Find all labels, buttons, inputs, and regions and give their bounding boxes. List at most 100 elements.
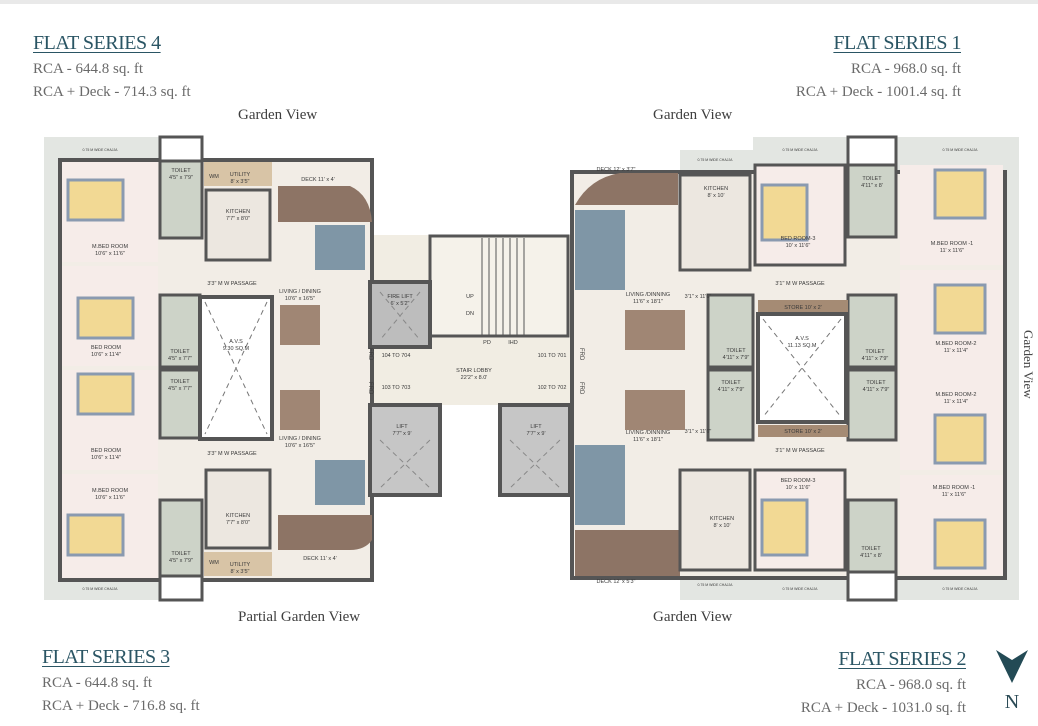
tag-deck-right-top: DECK 12' x 3'7" <box>597 167 636 173</box>
frd-label: FRD <box>367 348 373 361</box>
room-name-label: UTILITY <box>230 562 251 568</box>
view-label-bottom-right: Garden View <box>653 609 733 625</box>
dining-table <box>625 310 685 350</box>
north-label: N <box>1004 691 1020 713</box>
room-dims-label: 4'11" x 7'9" <box>862 356 889 362</box>
room-dims-label: 4'5" x 7'9" <box>169 175 193 181</box>
tag-chajja: 0.75 M WIDE CHAJJA <box>782 148 818 152</box>
room-name-label: TOILET <box>170 349 190 355</box>
room-dims-label: 11' x 11'6" <box>940 248 964 254</box>
north-arrow-icon <box>996 650 1028 683</box>
room-dims-label: 7'7" x 8'0" <box>226 520 250 526</box>
room-name-label: TOILET <box>171 551 191 557</box>
room-dims-label: 7'7" x 9' <box>392 431 411 437</box>
avs-cross <box>204 301 268 435</box>
bed <box>760 183 809 242</box>
room-name-label: TOILET <box>866 380 886 386</box>
room-name-label: LIVING / DINING <box>279 436 321 442</box>
dining-table <box>280 305 320 345</box>
duct <box>158 135 204 163</box>
room-dims-label: 11' x 11'6" <box>942 492 966 498</box>
flat-series-2-rca: RCA - 968.0 sq. ft <box>855 677 966 693</box>
dining-table <box>280 390 320 430</box>
top-bar <box>0 0 1038 4</box>
room-name-label: M.BED ROOM <box>92 244 128 250</box>
tag-niche: 3'1" x 11'6" <box>685 294 712 300</box>
room-name-label: M.BED ROOM-2 <box>936 392 977 398</box>
utility-bottom <box>204 552 272 576</box>
room-name-label: UTILITY <box>230 172 251 178</box>
room-dims-label: 10' x 11'6" <box>786 485 811 491</box>
flat-series-2-title[interactable]: FLAT SERIES 2 <box>838 648 966 670</box>
view-label-top-left: Garden View <box>238 107 318 123</box>
room-dims-label: 10'6" x 11'4" <box>91 352 121 358</box>
flat-series-3-title[interactable]: FLAT SERIES 3 <box>42 646 170 668</box>
flat-series-2-rca-deck: RCA + Deck - 1031.0 sq. ft <box>800 700 966 716</box>
bed <box>66 513 125 557</box>
flat-series-1-info: FLAT SERIES 1 RCA - 968.0 sq. ft RCA + D… <box>795 30 962 104</box>
room-dims-label: 7'7" x 8'0" <box>226 216 250 222</box>
room-name-label: LIVING /DINNING <box>626 430 670 436</box>
tag-passage-right: 3'1" M W PASSAGE <box>775 448 825 454</box>
room-dims-label: 4'11" x 7'9" <box>723 355 750 361</box>
tag-wm: WM <box>209 560 219 566</box>
room-dims-label: 8' x 10' <box>707 193 724 199</box>
room-name-label: TOILET <box>865 349 885 355</box>
flat-series-4-title[interactable]: FLAT SERIES 4 <box>33 32 161 54</box>
room-name-label: KITCHEN <box>226 209 250 215</box>
bed <box>933 518 987 570</box>
room-dims-label: 11'6" x 18'1" <box>633 437 663 443</box>
room-dims-label: 11'6" x 18'1" <box>633 299 663 305</box>
tag-flats-101: 101 TO 701 <box>538 353 567 359</box>
toilet <box>706 368 755 442</box>
bed <box>933 283 987 335</box>
bed <box>760 498 809 557</box>
room-name-label: STAIR LOBBY <box>456 368 492 374</box>
staircase <box>428 234 570 338</box>
tag-niche: 3'1" x 11'6" <box>685 429 712 435</box>
north-indicator: N <box>994 648 1030 714</box>
view-label-bottom-left: Partial Garden View <box>238 609 361 625</box>
flat-series-1-rca-deck: RCA + Deck - 1001.4 sq. ft <box>795 84 961 100</box>
tag-chajja: 0.75 M WIDE CHAJJA <box>782 587 818 591</box>
room-dims-label: 10'6" x 11'4" <box>91 455 121 461</box>
room-name-label: M.BED ROOM -1 <box>933 485 975 491</box>
room-dims-label: 4'5" x 7'7" <box>168 386 192 392</box>
utility-top <box>204 162 272 186</box>
room-name-label: BED ROOM <box>91 345 121 351</box>
flat-series-1-title[interactable]: FLAT SERIES 1 <box>833 32 961 54</box>
room-name-label: M.BED ROOM -1 <box>931 241 973 247</box>
lift-left <box>368 403 442 497</box>
flat-series-4-rca: RCA - 644.8 sq. ft <box>33 61 144 77</box>
room-dims-label: 7'7" x 9' <box>526 431 545 437</box>
store-bottom <box>758 425 848 437</box>
room-name-label: M.BED ROOM <box>92 488 128 494</box>
toilet <box>158 293 202 369</box>
room-dims-label: 9.30 SQ.M <box>223 346 250 352</box>
room-name-label: BED ROOM-3 <box>781 236 816 242</box>
room-dims-label: 10'6" x 11'6" <box>95 251 125 257</box>
room-dims-label: 11.13 SQ.M <box>788 343 817 349</box>
tag-flats-104: 104 TO 704 <box>382 353 411 359</box>
tag-chajja: 0.75 M WIDE CHAJJA <box>82 148 118 152</box>
tag-deck-left: DECK 11' x 4' <box>301 177 334 183</box>
room-dims-label: 8' x 10' <box>713 523 730 529</box>
tag-store: STORE 10' x 2' <box>784 305 821 311</box>
room-name-label: A.V.S <box>229 339 243 345</box>
room-dims-label: 4'11" x 7'9" <box>718 387 745 393</box>
room-dims-label: 10'6" x 11'6" <box>95 495 125 501</box>
room-dims-label: 4'11" x 7'9" <box>863 387 890 393</box>
bed <box>933 413 987 465</box>
tag-chajja: 0.75 M WIDE CHAJJA <box>697 158 733 162</box>
bed <box>66 178 125 222</box>
room-name-label: BED ROOM-3 <box>781 478 816 484</box>
tag-chajja: 0.75 M WIDE CHAJJA <box>942 148 978 152</box>
frd-label: FRD <box>578 382 584 395</box>
bed <box>933 168 987 220</box>
core <box>368 234 574 497</box>
frd-label: FRD <box>578 348 584 361</box>
tag-chajja: 0.75 M WIDE CHAJJA <box>697 583 733 587</box>
room-name-label: LIFT <box>530 424 542 430</box>
tag-pd: PD <box>483 340 491 346</box>
